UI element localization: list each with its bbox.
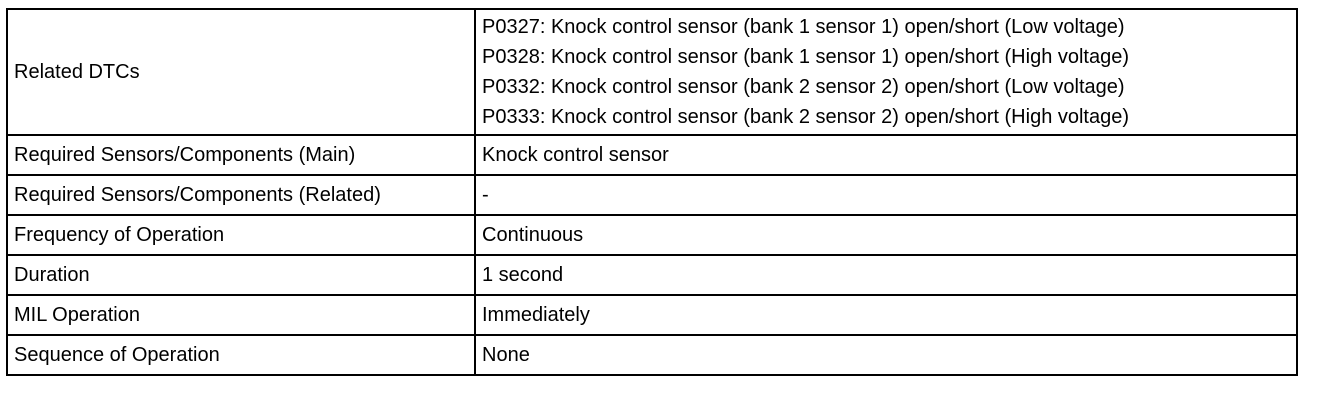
row-label-related-dtcs: Related DTCs <box>6 8 476 136</box>
row-value-frequency: Continuous <box>474 214 1298 256</box>
row-label-duration: Duration <box>6 254 476 296</box>
monitor-spec-table: Related DTCs P0327: Knock control sensor… <box>6 8 1298 376</box>
row-value-duration: 1 second <box>474 254 1298 296</box>
row-label-frequency: Frequency of Operation <box>6 214 476 256</box>
table-row-related-dtcs: Related DTCs P0327: Knock control sensor… <box>6 8 1298 136</box>
row-label-sequence: Sequence of Operation <box>6 334 476 376</box>
table-row-sensors-related: Required Sensors/Components (Related) - <box>6 174 1298 216</box>
table-row-duration: Duration 1 second <box>6 254 1298 296</box>
dtc-item: P0328: Knock control sensor (bank 1 sens… <box>482 46 1130 68</box>
dtc-item: P0327: Knock control sensor (bank 1 sens… <box>482 16 1125 38</box>
row-label-sensors-related: Required Sensors/Components (Related) <box>6 174 476 216</box>
row-value-sequence: None <box>474 334 1298 376</box>
row-value-related-dtcs: P0327: Knock control sensor (bank 1 sens… <box>474 8 1298 136</box>
row-value-sensors-related: - <box>474 174 1298 216</box>
table-row-sequence: Sequence of Operation None <box>6 334 1298 376</box>
row-label-sensors-main: Required Sensors/Components (Main) <box>6 134 476 176</box>
dtc-item: P0332: Knock control sensor (bank 2 sens… <box>482 76 1125 98</box>
dtc-item: P0333: Knock control sensor (bank 2 sens… <box>482 106 1130 128</box>
table-row-frequency: Frequency of Operation Continuous <box>6 214 1298 256</box>
table-row-mil-operation: MIL Operation Immediately <box>6 294 1298 336</box>
table-row-sensors-main: Required Sensors/Components (Main) Knock… <box>6 134 1298 176</box>
row-value-sensors-main: Knock control sensor <box>474 134 1298 176</box>
row-value-mil-operation: Immediately <box>474 294 1298 336</box>
row-label-mil-operation: MIL Operation <box>6 294 476 336</box>
